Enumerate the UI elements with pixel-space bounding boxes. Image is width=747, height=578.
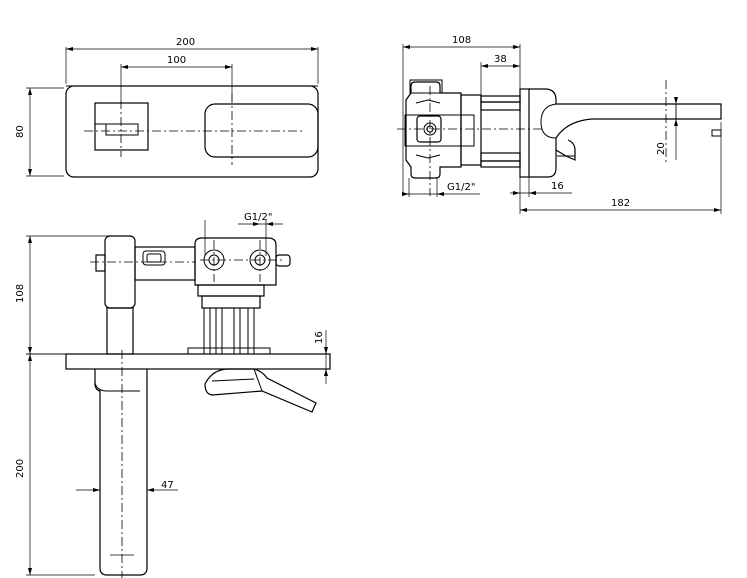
top-valve-body bbox=[194, 237, 277, 286]
top-wall-plate bbox=[65, 353, 331, 370]
side-inner-dimension: 38 bbox=[494, 54, 507, 65]
front-height-dimension: 80 bbox=[15, 125, 26, 138]
top-plate-dimension: 16 bbox=[314, 331, 325, 344]
side-thread-label: G1/2" bbox=[447, 182, 475, 193]
front-view: 200 100 80 bbox=[15, 37, 319, 178]
side-valve-body bbox=[405, 81, 462, 179]
side-depth-dimension: 108 bbox=[452, 35, 471, 46]
top-body-dimension: 108 bbox=[15, 284, 26, 303]
side-wall-plate bbox=[519, 88, 530, 178]
side-spout-dimension: 182 bbox=[611, 198, 630, 209]
side-spout bbox=[529, 88, 722, 161]
side-view: 108 38 bbox=[397, 35, 722, 214]
front-spacing-dimension: 100 bbox=[167, 55, 186, 66]
lever-handle bbox=[204, 103, 319, 158]
top-thread-label: G1/2" bbox=[244, 212, 272, 223]
top-diverter-body bbox=[104, 235, 136, 309]
side-plate-dimension: 16 bbox=[551, 181, 564, 192]
diverter-knob bbox=[94, 102, 149, 151]
top-lever bbox=[204, 368, 317, 413]
top-view: 108 200 47 bbox=[15, 212, 331, 578]
top-spout-dimension: 200 bbox=[15, 459, 26, 478]
top-spout bbox=[94, 369, 148, 576]
front-width-dimension: 200 bbox=[176, 37, 195, 48]
top-spout-width-dimension: 47 bbox=[161, 480, 174, 491]
side-spout-height-dimension: 20 bbox=[656, 142, 667, 155]
wall-plate-outline bbox=[65, 85, 319, 178]
